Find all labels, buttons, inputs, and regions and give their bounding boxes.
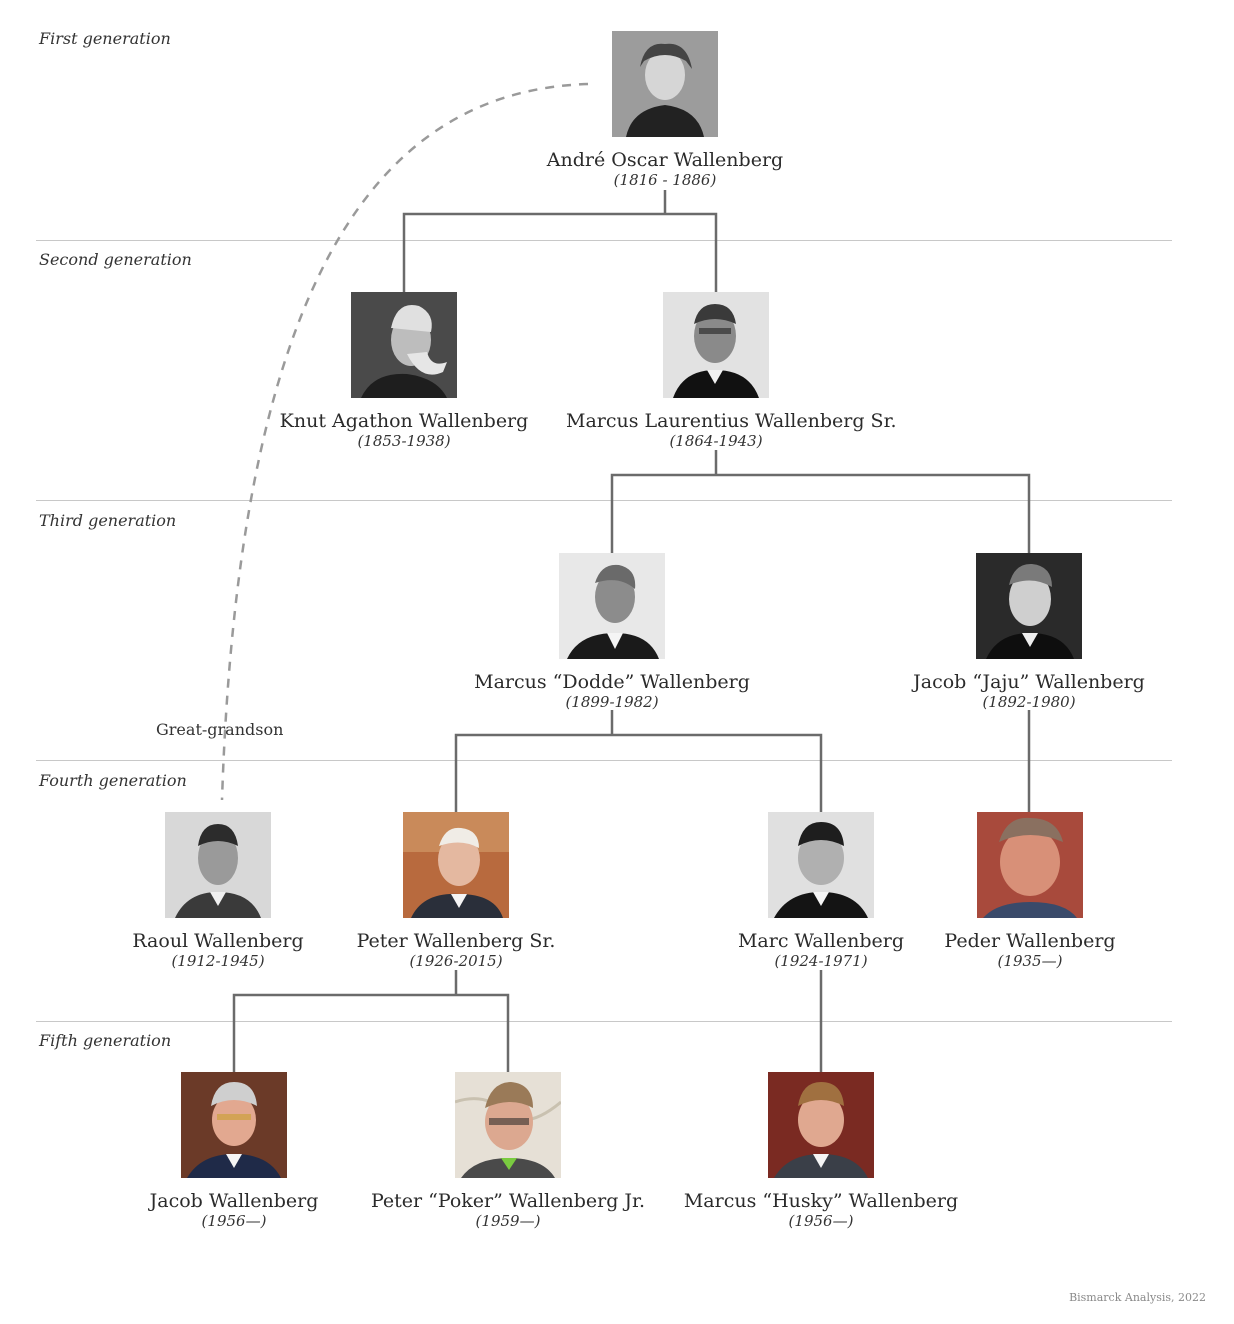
generation-divider xyxy=(36,1021,1172,1022)
person-years: (1892-1980) xyxy=(982,693,1076,711)
person-years: (1956—) xyxy=(201,1212,267,1230)
portrait-photo xyxy=(403,812,509,918)
person-name: Peder Wallenberg xyxy=(944,930,1116,952)
person-years: (1864-1943) xyxy=(669,432,763,450)
portrait-photo xyxy=(612,31,718,137)
person-name: Raoul Wallenberg xyxy=(132,930,304,952)
generation-divider xyxy=(36,760,1172,761)
great-grandson-label: Great-grandson xyxy=(156,720,284,739)
portrait-photo xyxy=(165,812,271,918)
person-jacob: Jacob Wallenberg (1956—) xyxy=(84,1072,384,1231)
person-peter-jr: Peter “Poker” Wallenberg Jr. (1959—) xyxy=(358,1072,658,1231)
portrait-photo xyxy=(663,292,769,398)
portrait-icon xyxy=(181,1072,287,1178)
portrait-photo xyxy=(559,553,665,659)
portrait-icon xyxy=(768,812,874,918)
person-years: (1926-2015) xyxy=(409,952,503,970)
person-years: (1924-1971) xyxy=(774,952,868,970)
person-peter-sr: Peter Wallenberg Sr. (1926-2015) xyxy=(306,812,606,971)
person-years: (1853-1938) xyxy=(357,432,451,450)
portrait-icon xyxy=(612,31,718,137)
portrait-icon xyxy=(976,553,1082,659)
portrait-photo xyxy=(976,553,1082,659)
person-name: Marcus “Dodde” Wallenberg xyxy=(474,671,750,693)
connector-dodde-children xyxy=(454,710,823,812)
portrait-photo xyxy=(977,812,1083,918)
generation-label-second: Second generation xyxy=(39,250,192,269)
person-years: (1956—) xyxy=(788,1212,854,1230)
generation-label-fourth: Fourth generation xyxy=(39,771,187,790)
generation-label-fifth: Fifth generation xyxy=(39,1031,172,1050)
connector-marcus-l-children xyxy=(610,450,1031,553)
person-marc: Marc Wallenberg (1924-1971) xyxy=(671,812,971,971)
person-years: (1935—) xyxy=(997,952,1063,970)
person-name: Peter Wallenberg Sr. xyxy=(356,930,556,952)
connector-andre-children xyxy=(402,190,718,292)
portrait-icon xyxy=(977,812,1083,918)
person-name: Jacob Wallenberg xyxy=(149,1190,319,1212)
generation-divider xyxy=(36,240,1172,241)
person-name: Jacob “Jaju” Wallenberg xyxy=(913,671,1145,693)
person-name: Marc Wallenberg xyxy=(737,930,905,952)
person-years: (1816 - 1886) xyxy=(613,171,717,189)
person-years: (1959—) xyxy=(475,1212,541,1230)
person-marcus-laurentius: Marcus Laurentius Wallenberg Sr. (1864-1… xyxy=(566,292,897,451)
portrait-icon xyxy=(165,812,271,918)
person-years: (1899-1982) xyxy=(565,693,659,711)
person-peder: Peder Wallenberg (1935—) xyxy=(880,812,1180,971)
great-grandson-dashed-arc xyxy=(220,82,589,801)
generation-divider xyxy=(36,500,1172,501)
portrait-photo xyxy=(768,812,874,918)
person-name: André Oscar Wallenberg xyxy=(546,149,784,171)
portrait-photo xyxy=(181,1072,287,1178)
person-name: Marcus Laurentius Wallenberg Sr. xyxy=(566,410,897,432)
person-raoul: Raoul Wallenberg (1912-1945) xyxy=(68,812,368,971)
connector-peter-sr-children xyxy=(232,970,510,1072)
credit-text: Bismarck Analysis, 2022 xyxy=(1069,1291,1206,1304)
portrait-icon xyxy=(559,553,665,659)
portrait-icon xyxy=(455,1072,561,1178)
person-name: Marcus “Husky” Wallenberg xyxy=(683,1190,959,1212)
person-jacob-jaju: Jacob “Jaju” Wallenberg (1892-1980) xyxy=(879,553,1179,712)
person-marcus-husky: Marcus “Husky” Wallenberg (1956—) xyxy=(671,1072,971,1231)
portrait-icon xyxy=(663,292,769,398)
generation-label-third: Third generation xyxy=(39,511,177,530)
portrait-photo xyxy=(455,1072,561,1178)
generation-label-first: First generation xyxy=(39,29,171,48)
portrait-icon xyxy=(403,812,509,918)
person-marcus-dodde: Marcus “Dodde” Wallenberg (1899-1982) xyxy=(462,553,762,712)
portrait-photo xyxy=(768,1072,874,1178)
person-years: (1912-1945) xyxy=(171,952,265,970)
portrait-icon xyxy=(351,292,457,398)
portrait-icon xyxy=(768,1072,874,1178)
person-knut-agathon: Knut Agathon Wallenberg (1853-1938) xyxy=(254,292,554,451)
person-name: Peter “Poker” Wallenberg Jr. xyxy=(370,1190,646,1212)
person-andre-oscar: André Oscar Wallenberg (1816 - 1886) xyxy=(515,31,815,190)
portrait-photo xyxy=(351,292,457,398)
person-name: Knut Agathon Wallenberg xyxy=(279,410,529,432)
